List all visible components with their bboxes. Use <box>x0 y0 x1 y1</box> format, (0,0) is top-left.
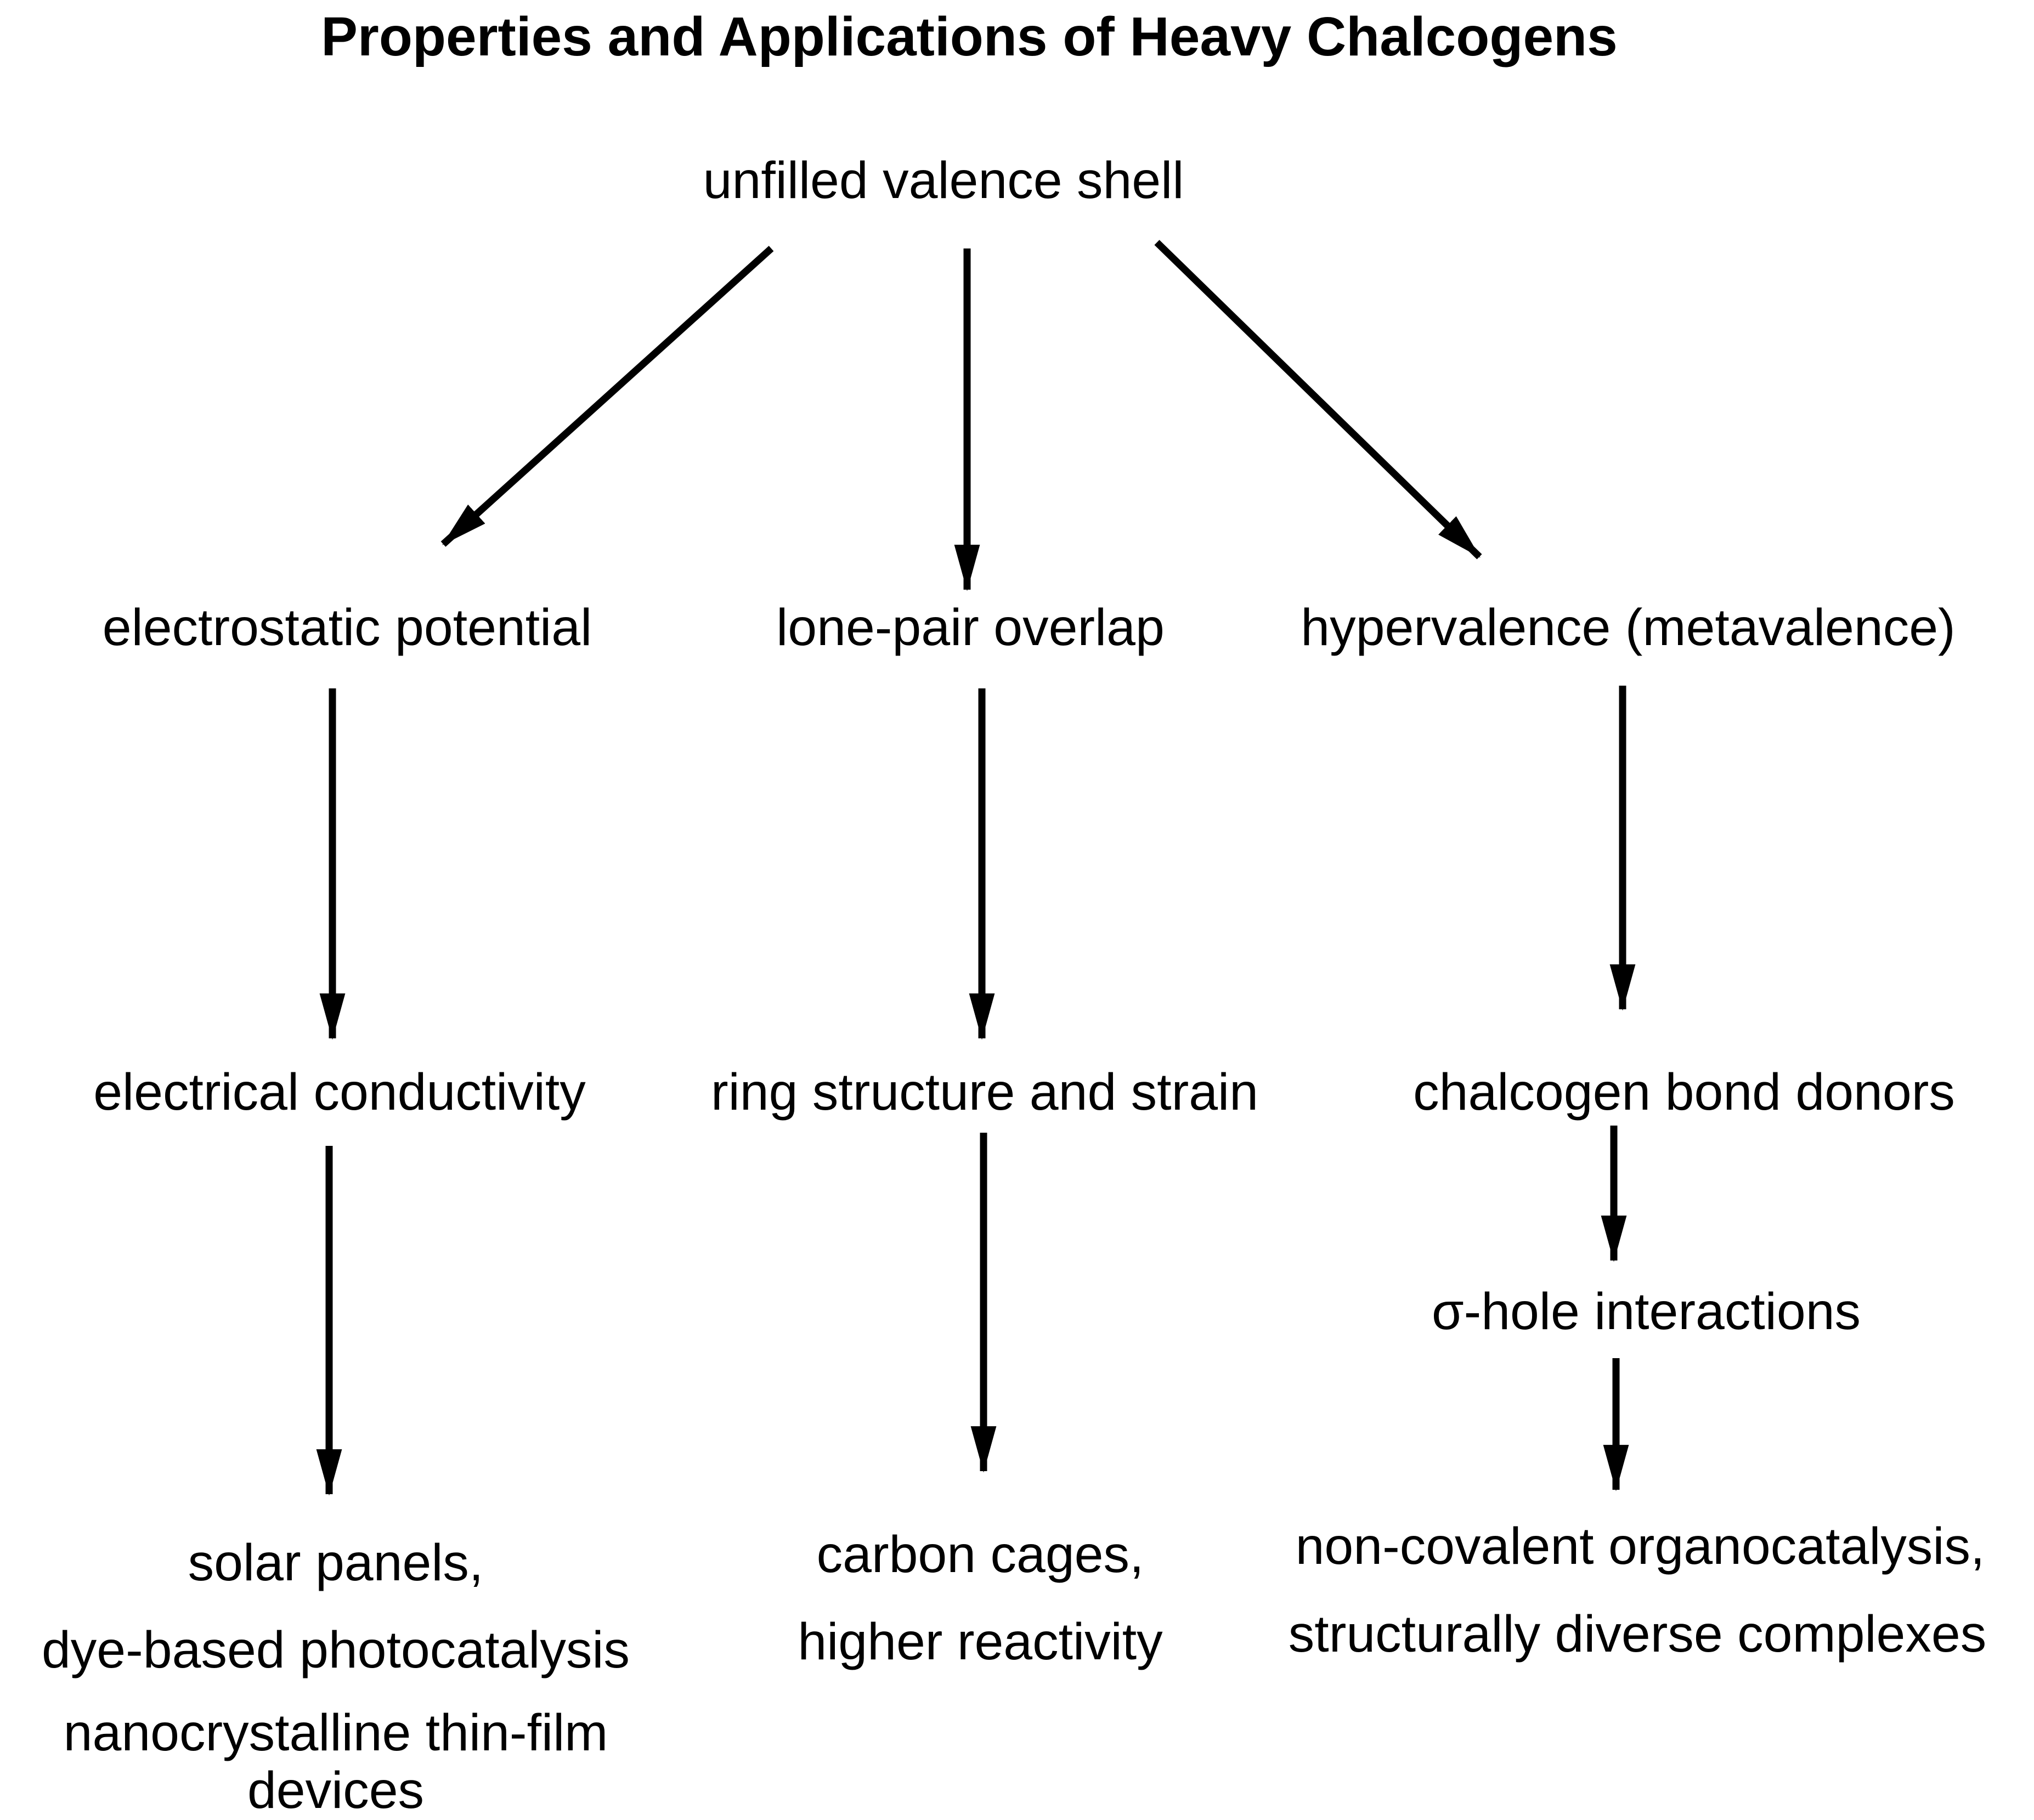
diagram-title: Properties and Applications of Heavy Cha… <box>321 6 1618 67</box>
outcome-devices-line: devices <box>247 1761 425 1819</box>
outcome-dye-based-photocatalysis-line: dye-based photocatalysis <box>41 1621 630 1679</box>
outcome-carbon-cages-line: carbon cages, <box>816 1525 1144 1584</box>
node-unfilled-valence-shell: unfilled valence shell <box>703 151 1184 210</box>
outcome-higher-reactivity-line: higher reactivity <box>798 1613 1163 1671</box>
outcome-non-covalent-organocatalysis-line: non-covalent organocatalysis, <box>1295 1517 1985 1575</box>
arrow-root-to-electrostatic-potential <box>440 246 774 547</box>
outcome-nanocrystalline-thin-film-line: nanocrystalline thin-film <box>63 1704 608 1762</box>
outcome-solar-panels-line: solar panels, <box>188 1534 484 1592</box>
node-chalcogen-bond-donors: chalcogen bond donors <box>1413 1063 1955 1121</box>
node-electrical-conductivity: electrical conductivity <box>93 1063 586 1121</box>
node-hypervalence-metavalence: hypervalence (metavalence) <box>1301 598 1956 657</box>
node-electrostatic-potential: electrostatic potential <box>102 598 592 657</box>
node-ring-structure-and-strain: ring structure and strain <box>711 1063 1258 1121</box>
arrow-root-to-hypervalence <box>1154 240 1482 559</box>
outcome-structurally-diverse-complexes-line: structurally diverse complexes <box>1288 1605 1987 1663</box>
node-sigma-hole-interactions: σ-hole interactions <box>1431 1282 1861 1341</box>
node-lone-pair-overlap: lone-pair overlap <box>776 598 1165 657</box>
